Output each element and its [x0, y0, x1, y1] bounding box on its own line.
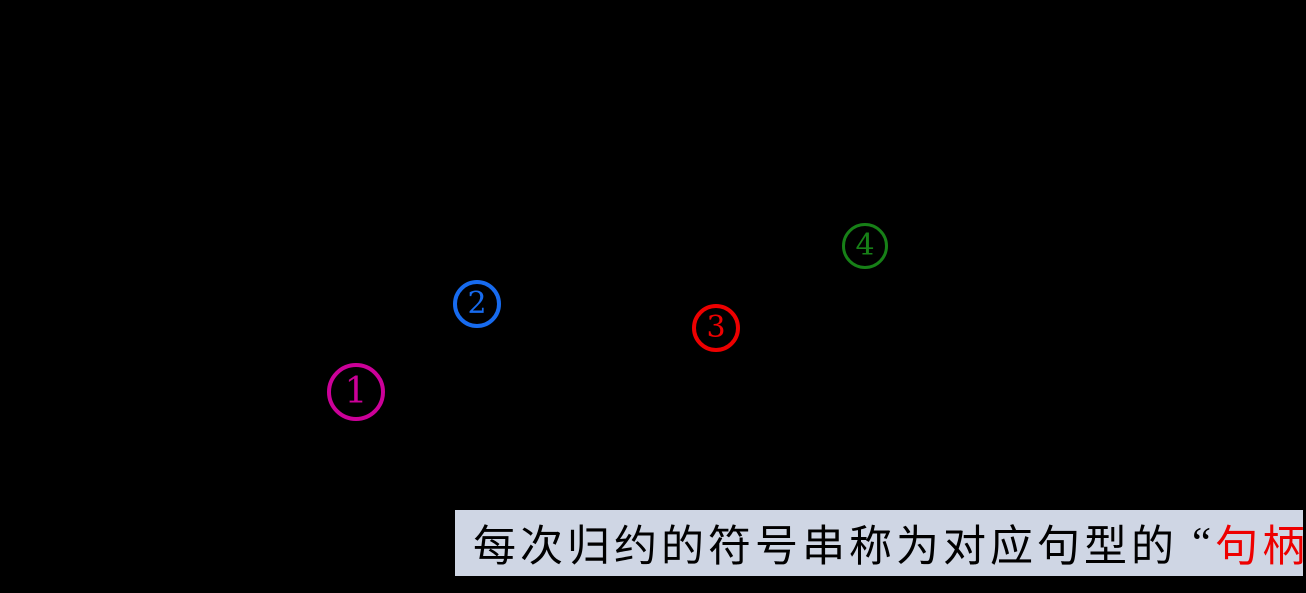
- circled-number-2: 2: [453, 280, 501, 328]
- circled-number-4: 4: [842, 223, 888, 269]
- callout-text: 每次归约的符号串称为对应句型的: [473, 524, 1178, 571]
- circled-number-1: 1: [327, 363, 385, 421]
- open-quote: “: [1192, 519, 1216, 567]
- handle-highlight: 句柄: [1215, 524, 1306, 571]
- callout-box: 每次归约的符号串称为对应句型的 “ 句柄 ”: [455, 510, 1306, 576]
- circled-number-3: 3: [692, 304, 740, 352]
